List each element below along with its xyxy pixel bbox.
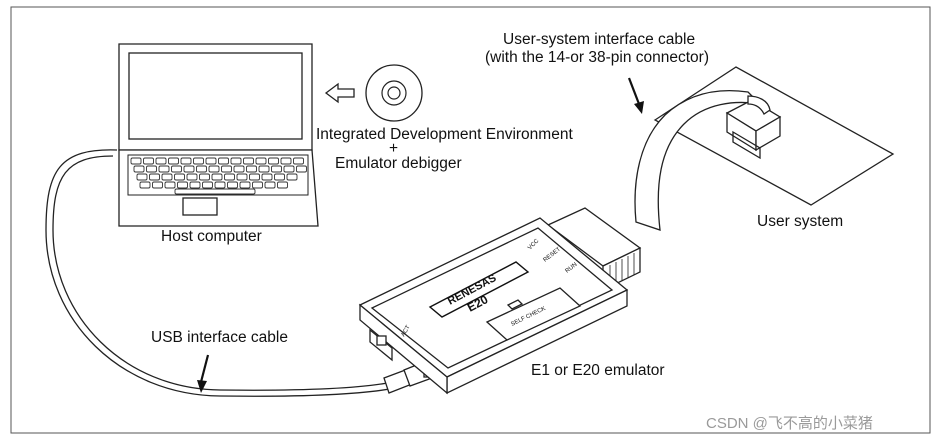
usb-cable-label: USB interface cable [151,329,288,346]
keyboard-key [221,165,232,173]
keyboard-key [136,173,148,181]
keyboard-key [255,157,267,165]
keyboard-key [224,173,235,181]
keyboard-key [211,173,223,181]
keyboard-key [236,173,248,181]
keyboard-key [243,157,254,165]
usb-cable-pointer-arrow [197,354,210,393]
ide-label-line2: Emulator debigger [335,155,462,172]
keyboard-key [130,157,142,165]
keyboard-key [227,181,238,189]
keyboard-key [271,165,282,173]
keyboard-key [261,173,273,181]
ide-plus: + [389,140,398,157]
keyboard-key [158,165,170,173]
software-cd-icon [365,64,423,122]
keyboard-key [280,157,292,165]
ide-label-line1: Integrated Development Environment [316,126,573,143]
keyboard-key [218,157,229,165]
keyboard-key [168,157,179,165]
keyboard-key [283,165,295,173]
keyboard-key [180,157,192,165]
e20-emulator: RENESAS E20 SELF CHECK VCC RESET RUN ACT [358,207,642,395]
keyboard-key [249,173,260,181]
usb-interface-cable [45,149,435,397]
keyboard-key [143,157,154,165]
keyboard-key [214,181,226,189]
keyboard-key [174,173,185,181]
host-computer-label: Host computer [161,228,262,245]
keyboard-key [246,165,257,173]
keyboard-key [146,165,157,173]
keyboard-key [293,157,304,165]
keyboard-key [199,173,210,181]
keyboard-key [202,181,213,189]
keyboard-key [230,157,242,165]
keyboard-key [205,157,217,165]
keyboard-key [277,181,288,189]
keyboard-key [152,181,163,189]
keyboard-key [186,173,198,181]
keyboard-key [196,165,207,173]
keyboard-key [258,165,270,173]
ribbon-cable-pointer-arrow [627,77,644,114]
keyboard-spacebar [174,188,256,195]
keyboard-key [274,173,285,181]
keyboard-key [296,165,307,173]
host-computer-laptop [118,43,319,227]
laptop-keyboard [130,157,307,195]
keyboard-key [177,181,188,189]
keyboard-key [233,165,245,173]
keyboard-key [286,173,298,181]
user-system-interface-cable [634,89,782,231]
keyboard-key [239,181,251,189]
cable-title-line1: User-system interface cable [503,31,695,48]
keyboard-key [155,157,167,165]
keyboard-key [252,181,263,189]
keyboard-key [189,181,201,189]
cable-title-line2: (with the 14-or 38-pin connector) [485,49,709,66]
keyboard-key [149,173,160,181]
keyboard-key [171,165,182,173]
act-label: ACT [401,324,412,338]
keyboard-key [164,181,176,189]
keyboard-key [193,157,204,165]
user-system-label: User system [757,213,843,230]
keyboard-key [264,181,276,189]
keyboard-key [139,181,151,189]
keyboard-key [208,165,220,173]
keyboard-key [183,165,195,173]
diagram-frame [10,6,931,434]
keyboard-key [133,165,145,173]
watermark: CSDN @飞不高的小菜猪 [706,415,873,432]
keyboard-key [268,157,279,165]
emulator-label: E1 or E20 emulator [531,362,665,379]
install-arrow-icon [324,82,355,104]
keyboard-key [161,173,173,181]
